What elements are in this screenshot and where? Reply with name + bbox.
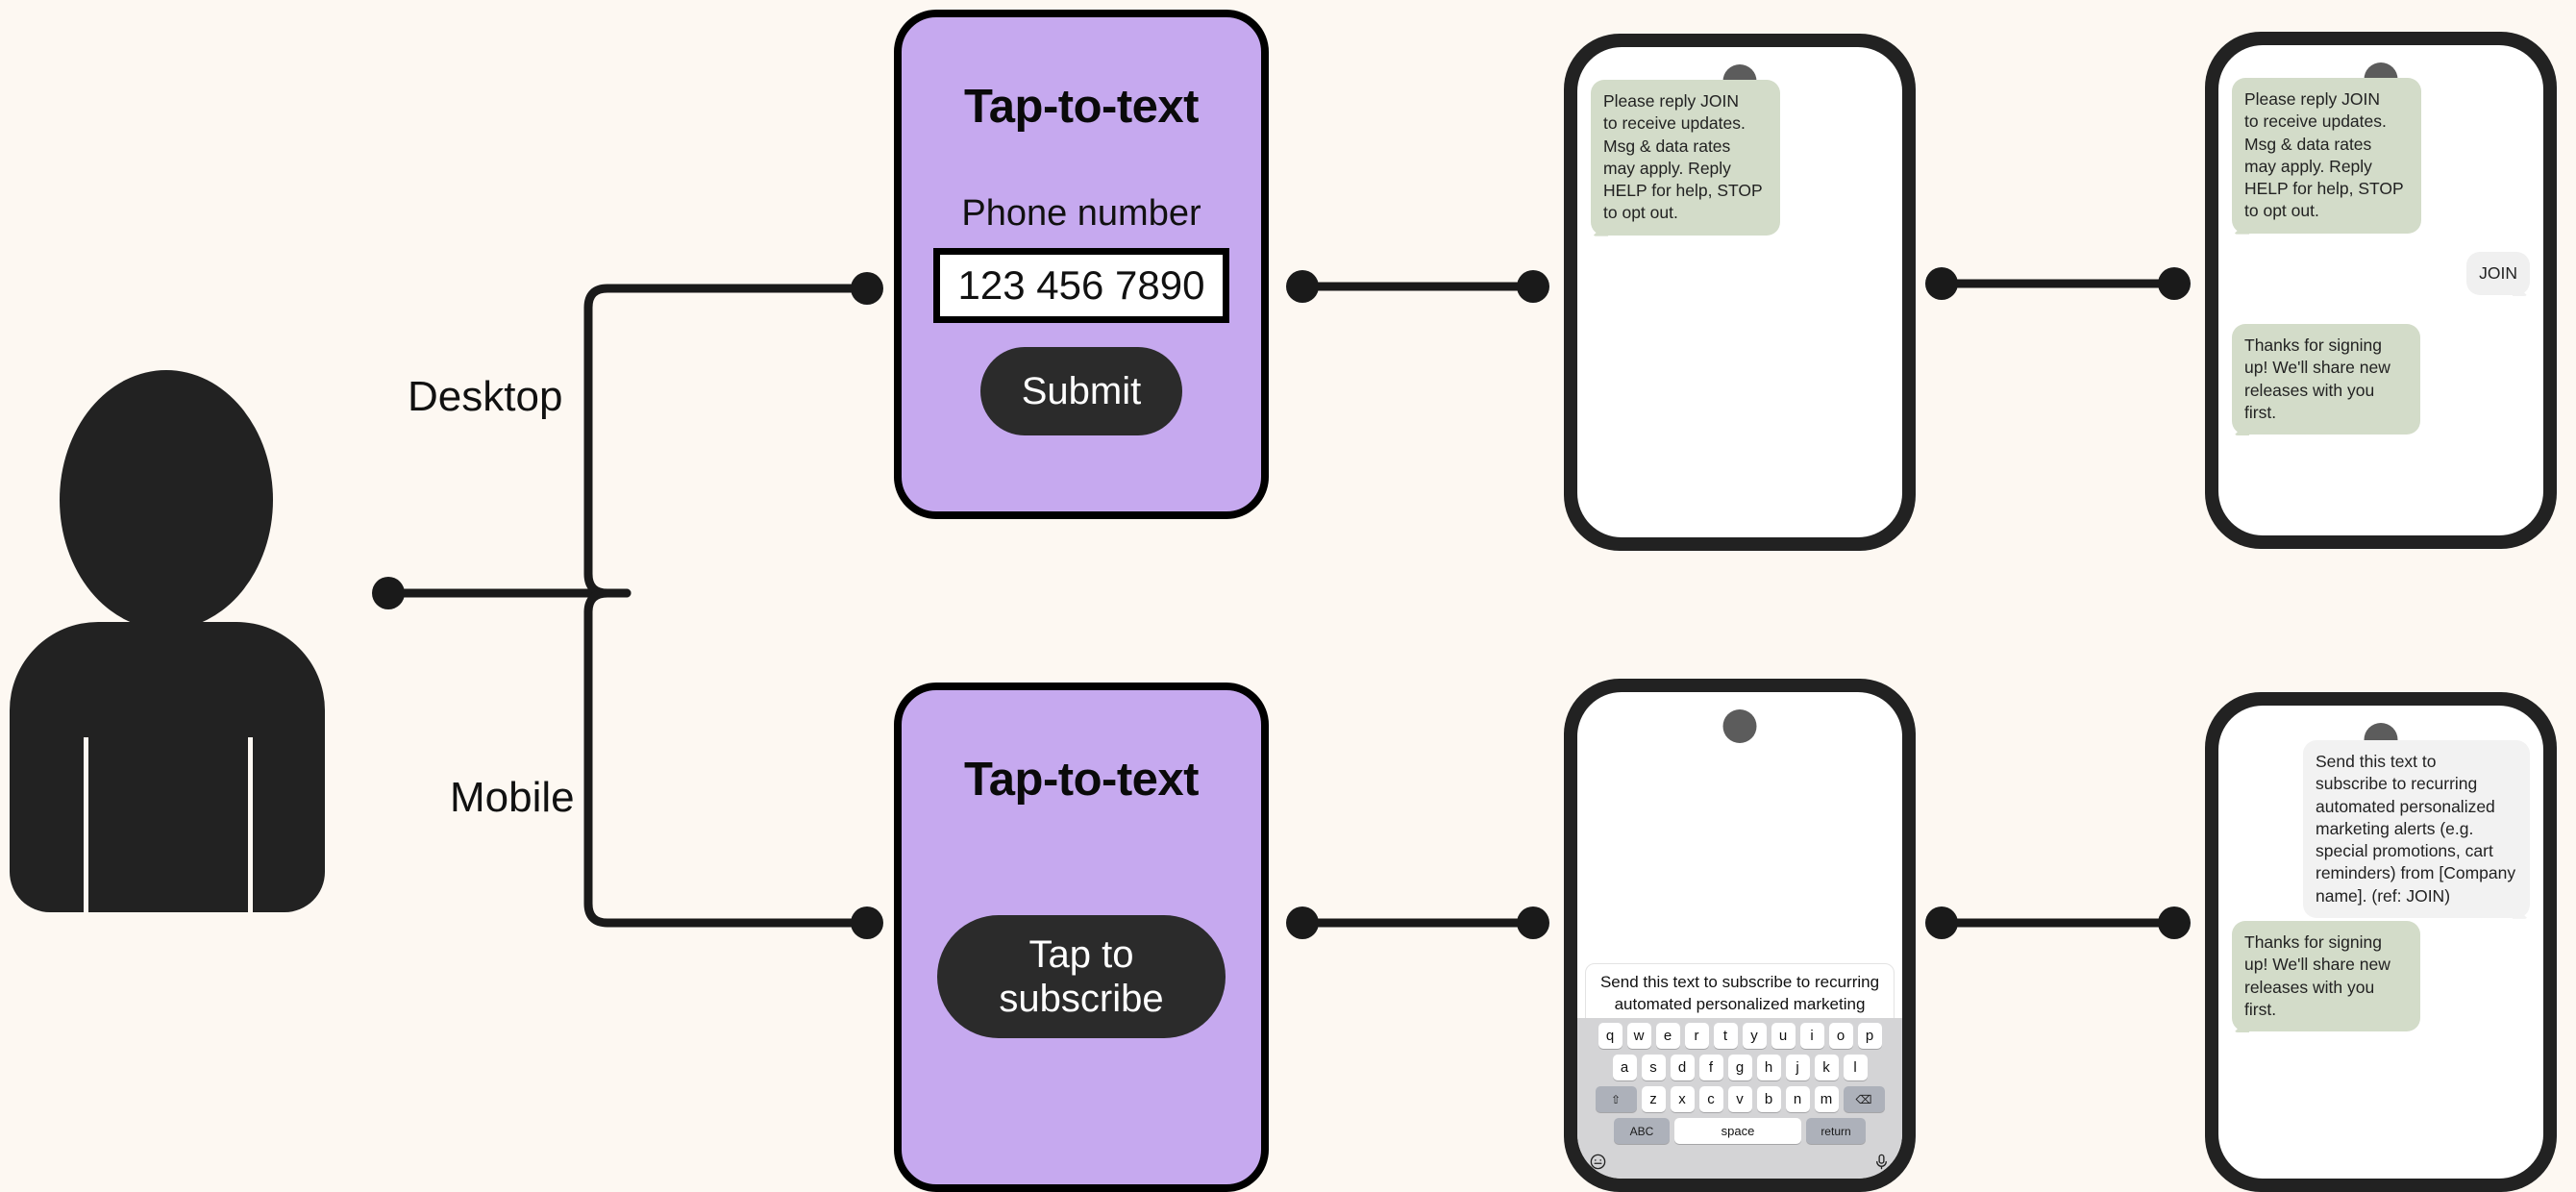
branch-label-mobile: Mobile <box>450 774 575 821</box>
person-head-icon <box>60 370 273 630</box>
wire-desktop-branch <box>583 284 872 598</box>
tap-to-subscribe-button[interactable]: Tap to subscribe <box>937 915 1226 1038</box>
submit-button[interactable]: Submit <box>980 347 1182 435</box>
keyboard-row-4: ABC space return <box>1583 1118 1896 1144</box>
wire-node-mobile-card-out <box>1286 906 1319 939</box>
mobile-phone-step2: Send this text to subscribe to recurring… <box>2205 692 2557 1192</box>
desktop-tap-to-text-card: Tap-to-text Phone number 123 456 7890 Su… <box>894 10 1269 519</box>
key-m[interactable]: m <box>1814 1086 1839 1112</box>
person-arm-left <box>84 737 88 912</box>
phone-screen: Please reply JOIN to receive updates. Ms… <box>1577 47 1902 537</box>
person-arm-right <box>248 737 253 912</box>
sms-bubble-outbound-join: JOIN <box>2466 252 2530 296</box>
emoji-icon[interactable] <box>1589 1153 1607 1171</box>
mobile-phone-step1: Send this text to subscribe to recurring… <box>1564 679 1916 1192</box>
key-z[interactable]: z <box>1641 1086 1666 1112</box>
onscreen-keyboard[interactable]: q w e r t y u i o p a s d f g h <box>1577 1018 1902 1179</box>
key-p[interactable]: p <box>1857 1023 1882 1049</box>
keyboard-row-3: ⇧ z x c v b n m ⌫ <box>1583 1086 1896 1112</box>
key-g[interactable]: g <box>1727 1055 1752 1080</box>
key-o[interactable]: o <box>1828 1023 1853 1049</box>
desktop-card-title: Tap-to-text <box>964 81 1200 133</box>
microphone-icon[interactable] <box>1872 1153 1891 1171</box>
branch-label-desktop: Desktop <box>408 373 563 420</box>
keyboard-row-2: a s d f g h j k l <box>1583 1055 1896 1080</box>
mobile-card-title: Tap-to-text <box>964 754 1200 806</box>
key-r[interactable]: r <box>1684 1023 1709 1049</box>
sms-bubble-inbound: Please reply JOIN to receive updates. Ms… <box>1591 80 1780 236</box>
key-k[interactable]: k <box>1814 1055 1839 1080</box>
sms-bubble-outbound-optin: Send this text to subscribe to recurring… <box>2303 740 2530 918</box>
desktop-phone-step2: Please reply JOIN to receive updates. Ms… <box>2205 32 2557 549</box>
phone-screen: Send this text to subscribe to recurring… <box>1577 692 1902 1179</box>
key-h[interactable]: h <box>1756 1055 1781 1080</box>
wire-node-mobile-phone2-in <box>2158 906 2191 939</box>
wire-node-desktop-in <box>851 272 883 305</box>
wire-node-mobile-phone1-in <box>1517 906 1549 939</box>
sms-bubble-inbound: Please reply JOIN to receive updates. Ms… <box>2232 78 2421 234</box>
key-t[interactable]: t <box>1713 1023 1738 1049</box>
keyboard-utility-row <box>1583 1150 1896 1175</box>
key-y[interactable]: y <box>1742 1023 1767 1049</box>
wire-mobile-branch <box>583 588 872 928</box>
key-c[interactable]: c <box>1698 1086 1723 1112</box>
mobile-tap-to-text-card: Tap-to-text Tap to subscribe <box>894 683 1269 1192</box>
key-e[interactable]: e <box>1655 1023 1680 1049</box>
phone-number-input[interactable]: 123 456 7890 <box>933 248 1229 323</box>
keyboard-row-1: q w e r t y u i o p <box>1583 1023 1896 1049</box>
desktop-phone-field-label: Phone number <box>961 193 1201 234</box>
wire-node-mobile-in <box>851 906 883 939</box>
person-body-icon <box>10 622 325 912</box>
phone-screen: Send this text to subscribe to recurring… <box>2218 706 2543 1179</box>
key-j[interactable]: j <box>1785 1055 1810 1080</box>
key-w[interactable]: w <box>1626 1023 1651 1049</box>
return-key[interactable]: return <box>1806 1118 1866 1144</box>
key-s[interactable]: s <box>1641 1055 1666 1080</box>
key-l[interactable]: l <box>1843 1055 1868 1080</box>
desktop-phone-step1: Please reply JOIN to receive updates. Ms… <box>1564 34 1916 551</box>
key-n[interactable]: n <box>1785 1086 1810 1112</box>
shift-key-icon[interactable]: ⇧ <box>1595 1086 1637 1112</box>
user-person-icon <box>10 370 327 918</box>
abc-key[interactable]: ABC <box>1614 1118 1670 1144</box>
sms-bubble-inbound-confirmation: Thanks for signing up! We'll share new r… <box>2232 324 2420 435</box>
wire-node-desktop-phone1-out <box>1925 267 1958 300</box>
camera-dot-icon <box>1722 709 1757 743</box>
key-v[interactable]: v <box>1727 1086 1752 1112</box>
space-key[interactable]: space <box>1674 1118 1801 1144</box>
backspace-key-icon[interactable]: ⌫ <box>1843 1086 1885 1112</box>
key-d[interactable]: d <box>1670 1055 1695 1080</box>
wire-node-desktop-card-out <box>1286 270 1319 303</box>
wire-node-desktop-phone2-in <box>2158 267 2191 300</box>
sms-bubble-inbound-confirmation: Thanks for signing up! We'll share new r… <box>2232 921 2420 1032</box>
key-x[interactable]: x <box>1670 1086 1695 1112</box>
phone-screen: Please reply JOIN to receive updates. Ms… <box>2218 45 2543 535</box>
key-i[interactable]: i <box>1799 1023 1824 1049</box>
key-u[interactable]: u <box>1771 1023 1796 1049</box>
wire-node-desktop-phone1-in <box>1517 270 1549 303</box>
key-b[interactable]: b <box>1756 1086 1781 1112</box>
key-f[interactable]: f <box>1698 1055 1723 1080</box>
wire-node-mobile-phone1-out <box>1925 906 1958 939</box>
wire-node-origin <box>372 577 405 609</box>
key-a[interactable]: a <box>1612 1055 1637 1080</box>
key-q[interactable]: q <box>1598 1023 1622 1049</box>
